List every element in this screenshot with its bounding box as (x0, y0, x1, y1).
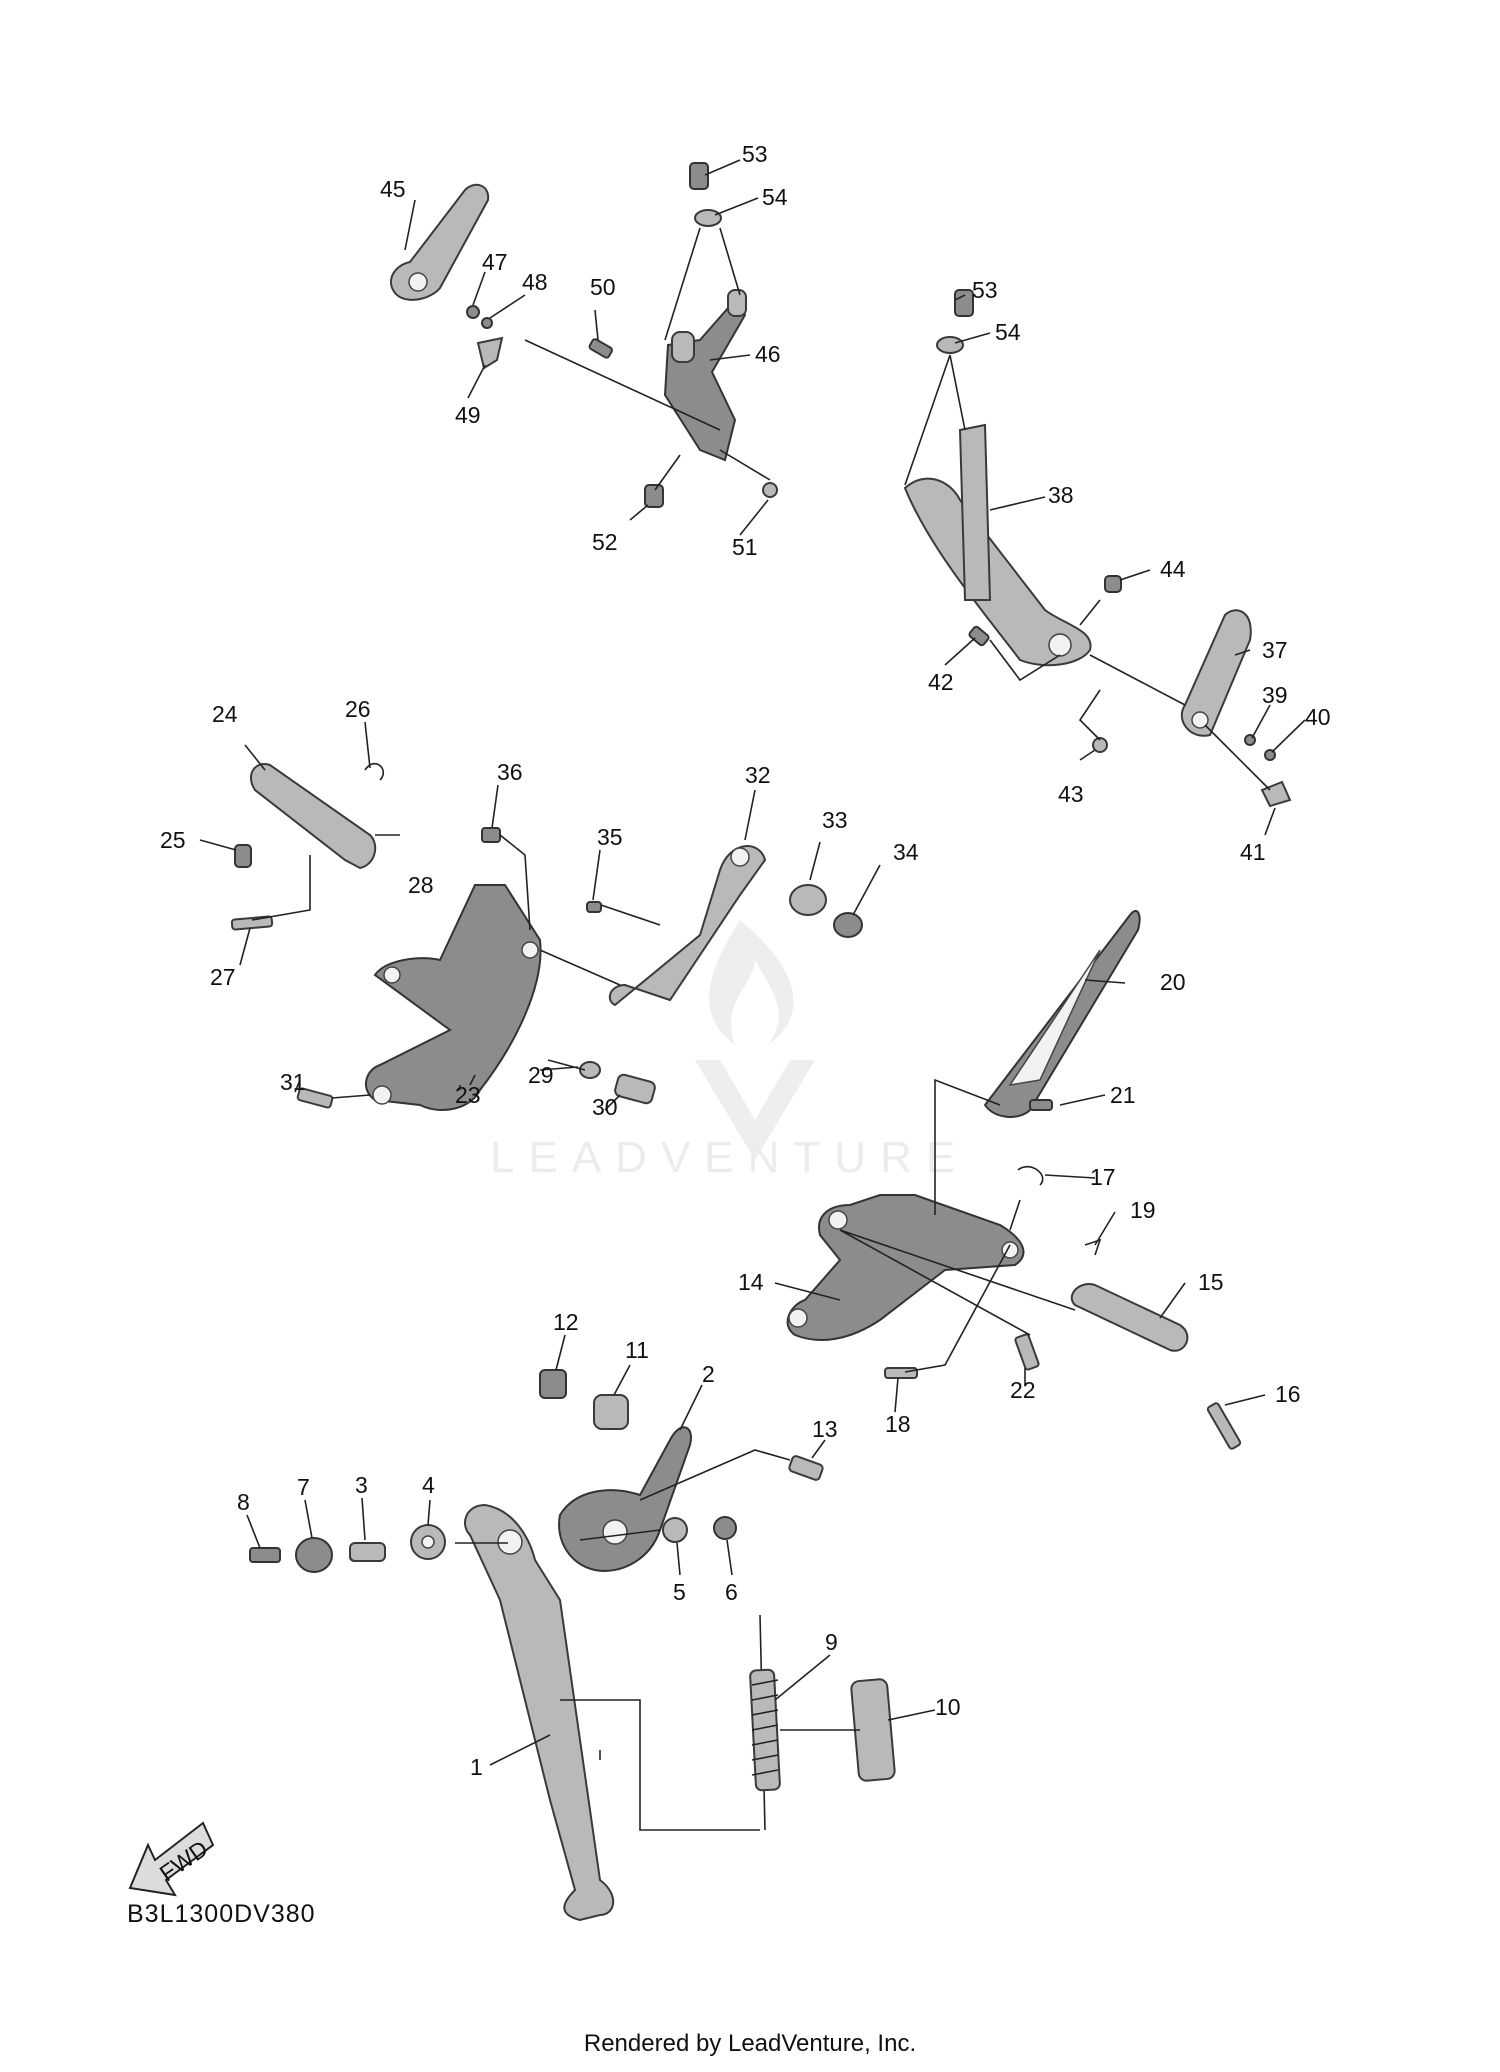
small-parts-39-44 (936, 289, 1292, 808)
callout-13: 13 (812, 1416, 838, 1442)
callout-52: 52 (592, 529, 618, 555)
part-20-heel-guard (983, 910, 1141, 1118)
callout-43: 43 (1058, 781, 1084, 807)
diagram-code: B3L1300DV380 (127, 1900, 316, 1928)
part-45-footrest (390, 183, 490, 301)
callout-35: 35 (597, 824, 623, 850)
callout-15: 15 (1198, 1269, 1224, 1295)
callout-16: 16 (1275, 1381, 1301, 1407)
callout-26: 26 (345, 696, 371, 722)
callout-4: 4 (422, 1472, 435, 1498)
part-38-passenger-bracket-right (903, 423, 1092, 667)
part-46-passenger-bracket (663, 289, 747, 462)
part-10-spring-cover (850, 1678, 896, 1782)
callout-46: 46 (755, 341, 781, 367)
watermark-text: LEADVENTURE (490, 1133, 969, 1182)
callout-6: 6 (725, 1579, 738, 1605)
callout-10: 10 (935, 1694, 961, 1720)
credit-line: Rendered by LeadVenture, Inc. (583, 2030, 917, 2057)
callout-3: 3 (355, 1472, 368, 1498)
callout-48: 48 (522, 269, 548, 295)
callout-labels: 1 2 3 4 5 6 7 8 9 10 11 12 13 14 15 16 1… (160, 141, 1331, 1780)
callout-51: 51 (732, 534, 758, 560)
callout-45: 45 (380, 176, 406, 202)
part-14-footrest-bracket-right (786, 1194, 1025, 1341)
part-15-footrest-right (1070, 1283, 1189, 1352)
small-parts-16-22 (884, 1099, 1242, 1450)
part-23-footrest-bracket-left (365, 884, 542, 1111)
small-parts-25-36 (230, 763, 863, 1109)
callout-12: 12 (553, 1309, 579, 1335)
callout-20: 20 (1160, 969, 1186, 995)
callout-39: 39 (1262, 682, 1288, 708)
callout-2: 2 (702, 1361, 715, 1387)
part-24-footrest-left (250, 763, 377, 870)
callout-7: 7 (297, 1474, 310, 1500)
callout-32: 32 (745, 762, 771, 788)
callout-42: 42 (928, 669, 954, 695)
callout-53-right: 53 (972, 277, 998, 303)
callout-40: 40 (1305, 704, 1331, 730)
callout-5: 5 (673, 1579, 686, 1605)
small-parts-47-54-top (466, 162, 778, 508)
callout-18: 18 (885, 1411, 911, 1437)
callout-34: 34 (893, 839, 919, 865)
callout-24: 24 (212, 701, 238, 727)
part-37-footrest-right (1180, 609, 1252, 737)
callout-30: 30 (592, 1094, 618, 1120)
callout-22: 22 (1010, 1377, 1036, 1403)
callout-54-top: 54 (762, 184, 788, 210)
callout-17: 17 (1090, 1164, 1116, 1190)
callout-25: 25 (160, 827, 186, 853)
callout-23: 23 (455, 1082, 481, 1108)
callout-41: 41 (1240, 839, 1266, 865)
callout-54-right: 54 (995, 319, 1021, 345)
callout-50: 50 (590, 274, 616, 300)
callout-53-top: 53 (742, 141, 768, 167)
callout-49: 49 (455, 402, 481, 428)
small-parts-3-13 (249, 1369, 824, 1573)
part-9-spring (749, 1614, 781, 1831)
callout-1: 1 (470, 1754, 483, 1780)
callout-31: 31 (280, 1069, 306, 1095)
callout-8: 8 (237, 1489, 250, 1515)
callout-21: 21 (1110, 1082, 1136, 1108)
part-2-stand-bracket (558, 1426, 692, 1572)
callout-36: 36 (497, 759, 523, 785)
part-1-sidestand (464, 1503, 615, 1922)
callout-47: 47 (482, 249, 508, 275)
callout-19: 19 (1130, 1197, 1156, 1223)
callout-14: 14 (738, 1269, 764, 1295)
part-32-shift-lever (608, 845, 767, 1007)
callout-44: 44 (1160, 556, 1186, 582)
leader-lines (199, 159, 1306, 1831)
callout-28: 28 (408, 872, 434, 898)
callout-33: 33 (822, 807, 848, 833)
fwd-arrow: FWD (128, 1821, 215, 1897)
callout-37: 37 (1262, 637, 1288, 663)
callout-29: 29 (528, 1062, 554, 1088)
callout-27: 27 (210, 964, 236, 990)
watermark: LEADVENTURE (490, 920, 969, 1182)
callout-11: 11 (625, 1337, 649, 1363)
callout-38: 38 (1048, 482, 1074, 508)
callout-9: 9 (825, 1629, 838, 1655)
